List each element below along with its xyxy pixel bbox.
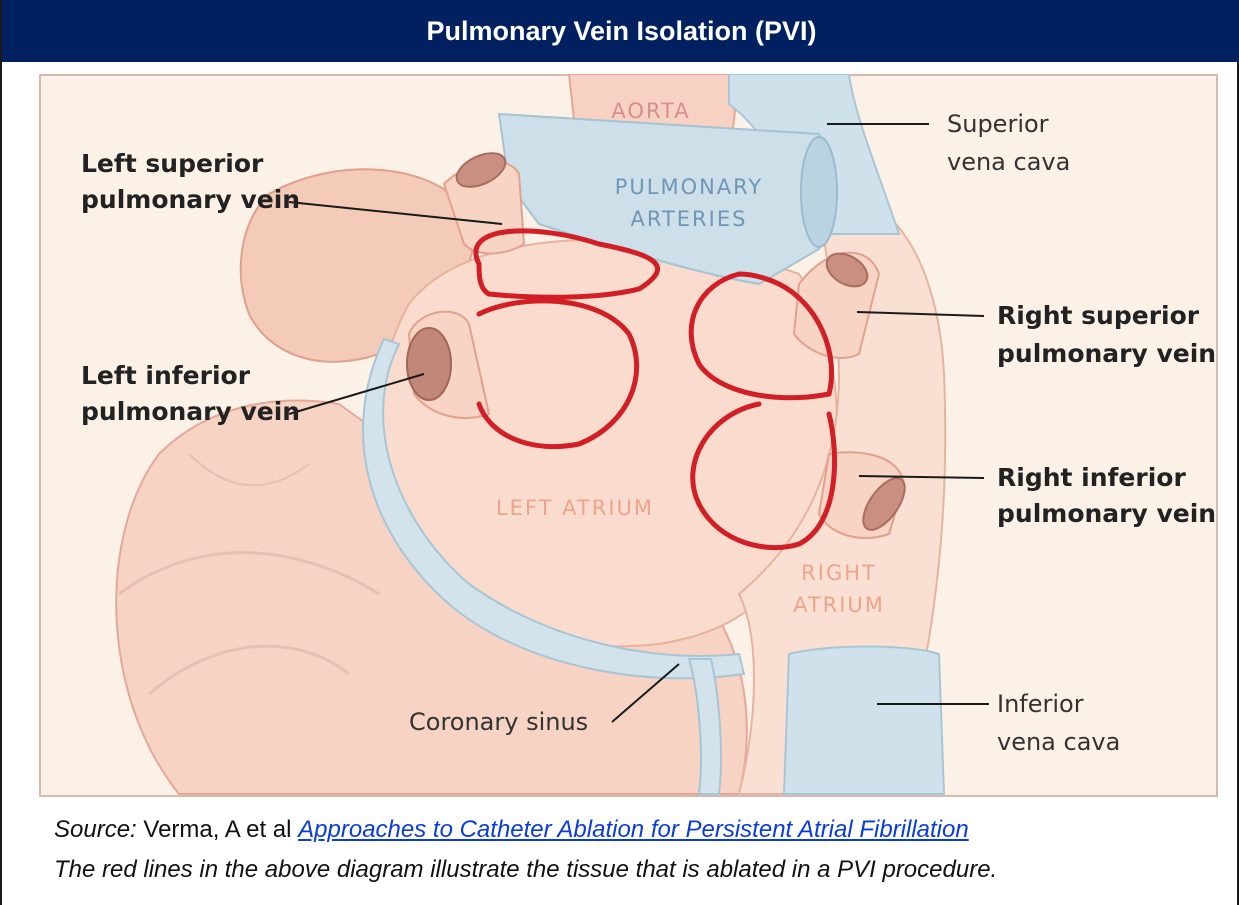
source-label: Source: <box>54 816 137 843</box>
label-inferior-vena-cava-2: vena cava <box>997 728 1120 756</box>
label-right-inferior-1: Right inferior <box>997 463 1186 492</box>
label-right-superior-1: Right superior <box>997 301 1200 330</box>
label-right-atrium-1: RIGHT <box>801 561 877 585</box>
pulmonary-artery-opening <box>801 137 837 247</box>
label-pulmonary-arteries-2: ARTERIES <box>631 207 748 231</box>
label-left-inferior-2: pulmonary vein <box>81 397 300 426</box>
source-authors: Verma, A et al <box>137 816 298 843</box>
inferior-vena-cava <box>784 647 944 795</box>
label-right-inferior-2: pulmonary vein <box>997 499 1216 528</box>
label-inferior-vena-cava-1: Inferior <box>997 690 1084 718</box>
label-right-atrium-2: ATRIUM <box>793 593 885 617</box>
label-superior-vena-cava-1: Superior <box>947 110 1049 138</box>
label-left-inferior-1: Left inferior <box>81 361 251 390</box>
lipv-opening <box>407 328 451 400</box>
title-bar: Pulmonary Vein Isolation (PVI) <box>2 0 1239 62</box>
label-coronary-sinus: Coronary sinus <box>409 708 588 736</box>
label-right-superior-2: pulmonary vein <box>997 339 1216 368</box>
label-superior-vena-cava-2: vena cava <box>947 148 1070 176</box>
label-left-superior-2: pulmonary vein <box>81 185 300 214</box>
label-aorta: AORTA <box>611 99 690 123</box>
label-pulmonary-arteries-1: PULMONARY <box>615 175 764 199</box>
source-line: Source: Verma, A et al Approaches to Cat… <box>54 816 969 844</box>
label-left-atrium: LEFT ATRIUM <box>496 496 654 520</box>
pvi-diagram: AORTA PULMONARY ARTERIES LEFT ATRIUM RIG… <box>39 74 1218 797</box>
label-left-superior-1: Left superior <box>81 149 264 178</box>
page-title: Pulmonary Vein Isolation (PVI) <box>426 16 816 47</box>
source-article-link[interactable]: Approaches to Catheter Ablation for Pers… <box>298 816 969 843</box>
caption-note: The red lines in the above diagram illus… <box>54 856 997 884</box>
